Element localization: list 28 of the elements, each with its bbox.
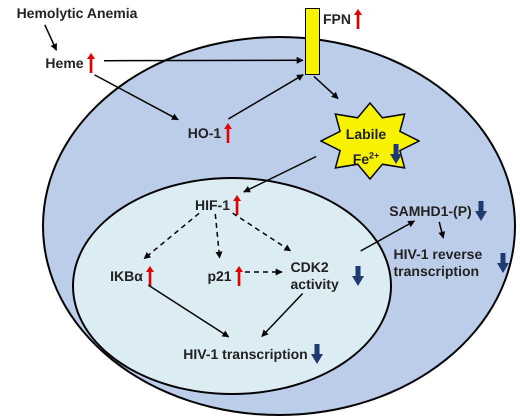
arrow bbox=[360, 220, 416, 252]
node-label: HIF-1 bbox=[195, 196, 230, 214]
arrow bbox=[245, 268, 283, 276]
membrane-channel-bar bbox=[305, 8, 320, 75]
arrow bbox=[44, 24, 58, 51]
arrow bbox=[438, 222, 446, 239]
arrow bbox=[214, 214, 222, 259]
protein-label: FPN bbox=[323, 10, 351, 28]
arrow bbox=[261, 292, 304, 338]
iron-star bbox=[320, 102, 420, 180]
arrow bbox=[94, 74, 179, 120]
node-label: IKBα bbox=[110, 268, 143, 284]
arrow bbox=[314, 76, 339, 100]
node-label: Heme bbox=[45, 54, 84, 72]
arrow bbox=[148, 284, 230, 338]
node-label: Labile Fe$^{2+}$ bbox=[344, 125, 388, 168]
node-label: Hemolytic Anemia bbox=[16, 4, 138, 22]
arrow bbox=[104, 56, 304, 64]
node-label: SAMHD1-(P) bbox=[389, 202, 472, 220]
node-label: HIV-1 transcription bbox=[183, 346, 308, 362]
node-label: CDK2 activity bbox=[290, 259, 340, 293]
node-label: HO-1 bbox=[188, 124, 222, 142]
arrow bbox=[144, 212, 200, 260]
arrow bbox=[243, 156, 317, 193]
node-label: HIV-1 reverse transcription bbox=[394, 246, 484, 280]
node-label: p21 bbox=[207, 268, 232, 284]
arrow bbox=[228, 74, 304, 120]
arrow bbox=[232, 212, 292, 252]
